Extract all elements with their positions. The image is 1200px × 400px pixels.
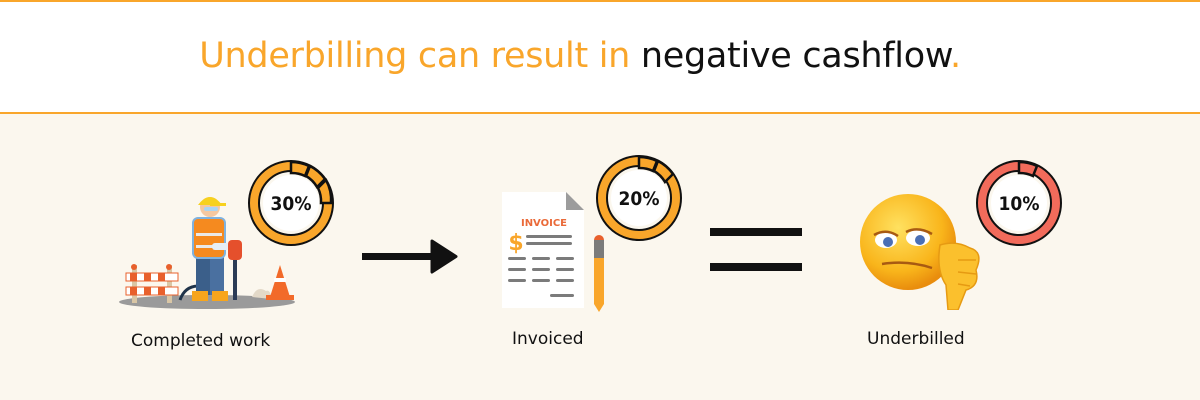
step-label-underbilled: Underbilled — [867, 329, 965, 349]
header: Underbilling can result in negative cash… — [0, 0, 1200, 114]
invoice-document-icon: INVOICE $ — [502, 192, 604, 312]
step-label-invoiced: Invoiced — [512, 329, 584, 349]
thumbs-down-emoji-icon — [860, 194, 980, 310]
ring-segments — [1017, 160, 1039, 178]
progress-ring-underbilled: 10% — [976, 160, 1062, 246]
progress-ring-completed: 30% — [248, 160, 334, 246]
ring-segments — [637, 155, 675, 185]
percent-label: 30% — [271, 193, 312, 215]
title-emphasis: negative cashflow — [640, 36, 950, 76]
invoice-title: INVOICE — [521, 218, 567, 229]
construction-worker-icon — [119, 197, 295, 309]
step-label-completed: Completed work — [131, 331, 271, 351]
dollar-sign: $ — [508, 231, 523, 256]
percent-label: 20% — [619, 188, 660, 210]
page-title: Underbilling can result in negative cash… — [0, 36, 1160, 76]
title-highlight: Underbilling can result in — [199, 36, 641, 76]
arrow-right-icon — [362, 239, 458, 274]
equals-icon — [710, 228, 802, 271]
progress-ring-invoiced: 20% — [596, 155, 682, 241]
ring-segments — [289, 160, 333, 205]
title-period: . — [949, 36, 961, 76]
percent-label: 10% — [999, 193, 1040, 215]
